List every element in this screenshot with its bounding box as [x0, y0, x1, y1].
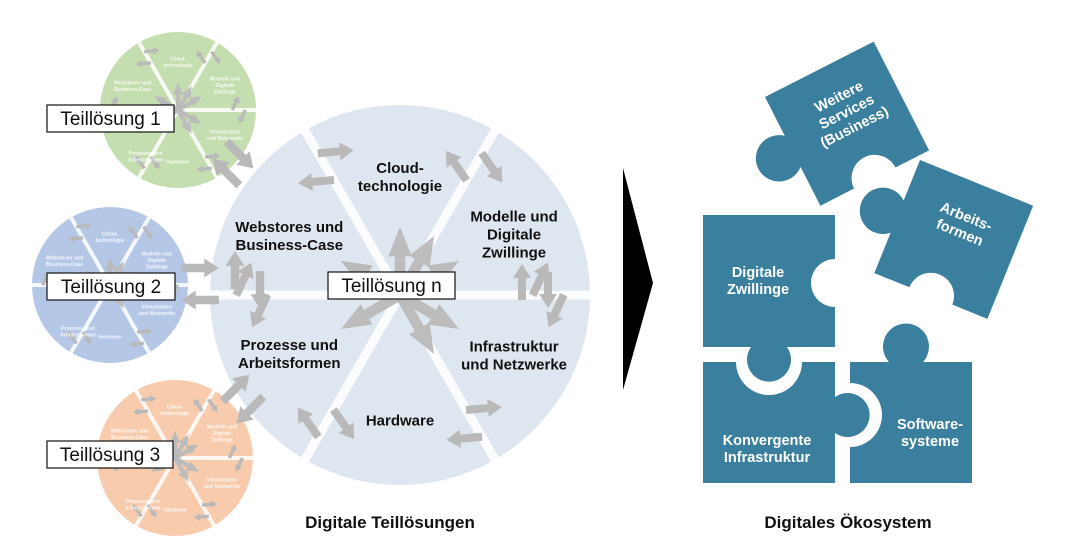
teilloesung-1-spoke — [137, 41, 180, 112]
transition-arrow-icon — [623, 168, 653, 390]
puzzle-piece-shape — [703, 215, 835, 382]
teilloesung-1-label-hardware: Hardware — [166, 159, 190, 165]
caption-digitales-oekosystem: Digitales Ökosystem — [764, 513, 931, 532]
puzzle-piece-weitere-services: WeitereServices(Business) — [755, 41, 930, 206]
teilloesung-3-label-cloud: Cloud-technologie — [160, 404, 189, 417]
central-spoke — [301, 292, 404, 462]
caption-digitale-teilloesungen: Digitale Teillösungen — [305, 513, 475, 532]
puzzle-piece-arbeitsformen: Arbeits-formen — [859, 160, 1034, 319]
puzzle-piece-shape — [703, 362, 870, 483]
teilloesung-3-box: Teillösung 3 — [46, 440, 174, 469]
teilloesung-boxes: Teillösung 1 Teillösung 2 Teillösung 3 Teil… — [46, 104, 456, 469]
puzzle-piece-label-softwaresysteme: Software-systeme — [897, 417, 963, 450]
teilloesung-3-label: Teillösung 3 — [60, 445, 160, 466]
teilloesung-2-label-hardware: Hardware — [98, 334, 122, 340]
teilloesung-1-label: Teillösung 1 — [60, 109, 160, 130]
central-label-cloud: Cloud-technologie — [358, 160, 442, 195]
puzzle-piece-shape — [859, 160, 1034, 319]
puzzle-piece-shape — [850, 323, 972, 483]
teilloesung-2-box: Teillösung 2 — [46, 272, 176, 301]
puzzle-piece-softwaresysteme: Software-systeme — [850, 323, 972, 483]
central-label-hardware: Hardware — [366, 412, 434, 429]
central-spoke — [301, 128, 404, 298]
teilloesung-2-label: Teillösung 2 — [61, 277, 161, 298]
teilloesung-n-box: Teillösung n — [327, 271, 456, 300]
teilloesung-n-label: Teillösung n — [341, 276, 441, 297]
puzzle-piece-shape — [755, 41, 930, 206]
teilloesung-2-label-cloud: Cloud-technologie — [95, 231, 124, 244]
teilloesung-1-label-cloud: Cloud-technologie — [163, 56, 192, 69]
puzzle-ecosystem: WeitereServices(Business)Arbeits-formenD… — [703, 41, 1034, 483]
teilloesung-1-box: Teillösung 1 — [46, 104, 175, 133]
teilloesung-3-spoke — [134, 457, 177, 527]
teilloesung-3-label-hardware: Hardware — [163, 507, 187, 513]
central-circle-spokes — [210, 128, 590, 462]
